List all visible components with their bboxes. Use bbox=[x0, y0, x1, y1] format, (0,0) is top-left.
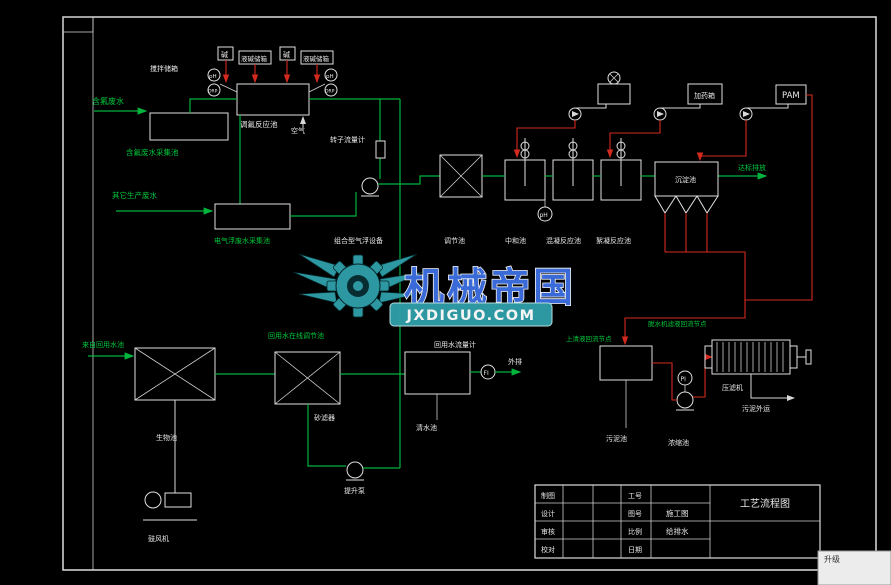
title-col-dwgno: 图号 bbox=[628, 510, 642, 518]
sludge-dewatering-section: 上清液回流节点 脱水机滤液回流节点 污泥池 PI 浓缩池 bbox=[566, 319, 812, 447]
ph-orp-meter-left: pH ORP bbox=[207, 68, 238, 97]
lift-pump-label: 提升泵 bbox=[344, 486, 365, 495]
reuse-regulating-tank bbox=[274, 351, 341, 405]
dosing-box-label: 加药箱 bbox=[694, 91, 715, 100]
alkali-tank-2-label: 液碱储箱 bbox=[303, 54, 330, 63]
pipe-red-dosing bbox=[513, 94, 813, 301]
title-block: 制图 设计 审核 校对 工号 图号 比例 日期 施工图 给排水 工艺流程图 bbox=[534, 484, 821, 559]
air-label: 空气 bbox=[291, 126, 305, 135]
alkali-box-1-label: 碱 bbox=[221, 51, 228, 59]
watermark-site-bar bbox=[389, 302, 553, 327]
rotameter bbox=[375, 140, 386, 159]
sludge-feed-pump: PI bbox=[652, 353, 714, 411]
watermark-wings-icon bbox=[292, 253, 424, 304]
fi-label: FI bbox=[484, 370, 489, 377]
thickener-label: 浓缩池 bbox=[668, 438, 689, 447]
alkali-tank-1-label: 液碱储箱 bbox=[241, 54, 268, 63]
sludge-tank bbox=[599, 345, 653, 381]
blower-label: 鼓风机 bbox=[148, 534, 169, 543]
sand-filter-loop bbox=[307, 404, 400, 481]
main-treatment-train: 调节池 中和池 混凝反应池 絮凝反应池 达标排放 bbox=[439, 138, 768, 346]
stir-tank-label: 搅拌储箱 bbox=[150, 64, 178, 73]
pam-label: PAM bbox=[782, 91, 800, 101]
outflow-label: 达标排放 bbox=[738, 163, 766, 172]
outfall-flow-indicator: FI 外排 bbox=[470, 357, 522, 380]
title-doc-type: 施工图 bbox=[666, 508, 689, 518]
watermark: 机械帝国 JXDIGUO.COM bbox=[292, 253, 574, 327]
title-discipline: 给排水 bbox=[666, 526, 689, 536]
title-col-scale: 比例 bbox=[628, 527, 642, 536]
outfall-label: 外排 bbox=[508, 357, 522, 366]
fluoride-inflow-label: 含氟废水 bbox=[92, 96, 124, 106]
reuse-inflow-label: 来自回用水池 bbox=[82, 340, 124, 349]
settling-tank bbox=[654, 161, 719, 214]
bio-tank bbox=[134, 347, 216, 401]
dosing-pumps bbox=[568, 104, 789, 121]
drawing-title: 工艺流程图 bbox=[740, 497, 790, 510]
supernatant-label: 上清液回流节点 bbox=[566, 334, 612, 343]
daf-label: 组合型气浮设备 bbox=[334, 236, 383, 245]
title-row-draw: 制图 bbox=[541, 491, 555, 500]
mixing-tank-3-label: 絮凝反应池 bbox=[596, 236, 631, 245]
filter-press-label: 压滤机 bbox=[722, 383, 743, 392]
mixing-tank-1 bbox=[504, 138, 546, 201]
drawing-frame bbox=[62, 16, 877, 571]
chemical-dosing-drops bbox=[222, 60, 321, 84]
filter-press bbox=[704, 339, 812, 375]
lift-pump-1 bbox=[290, 175, 440, 217]
mixing-tank-3 bbox=[600, 138, 642, 201]
title-col-jobno: 工号 bbox=[628, 492, 642, 500]
sludge-out-label: 污泥外运 bbox=[742, 404, 770, 413]
defluoridation-reaction-tank bbox=[236, 83, 310, 116]
rotameter-label: 转子流量计 bbox=[330, 135, 365, 144]
regulating-tank-label: 调节池 bbox=[444, 236, 465, 245]
fluoride-pretreatment-section: 含氟废水 含氟废水采集池 搅拌储箱 碱 液碱储箱 碱 液碱储箱 pH ORP bbox=[92, 46, 440, 245]
mixing-tank-2-label: 混凝反应池 bbox=[546, 236, 581, 245]
alkali-box-2-label: 碱 bbox=[283, 51, 290, 59]
title-row-check: 审核 bbox=[541, 527, 555, 536]
clear-water-tank bbox=[404, 351, 471, 395]
pipe-red-sludge bbox=[621, 213, 746, 346]
clear-tank-label: 清水池 bbox=[416, 423, 437, 432]
settler-label: 沉淀池 bbox=[675, 175, 696, 184]
sludge-tank-label: 污泥池 bbox=[606, 434, 627, 443]
fluoride-collection-pit bbox=[149, 112, 229, 141]
orp-meter-2-label: ORP bbox=[325, 89, 335, 95]
mixing-tank-1-label: 中和池 bbox=[505, 236, 526, 245]
dosing-box bbox=[687, 83, 723, 105]
filtrate-label: 脱水机滤液回流节点 bbox=[648, 319, 707, 328]
title-row-proof: 校对 bbox=[541, 545, 555, 554]
other-inflow-label: 其它生产废水 bbox=[112, 190, 157, 200]
title-col-date: 日期 bbox=[628, 546, 642, 554]
watermark-gear-icon bbox=[326, 254, 390, 318]
collection-pit-2-label: 电气浮废水采集池 bbox=[214, 236, 270, 245]
ph-meter-2-label: pH bbox=[326, 74, 334, 80]
title-row-design: 设计 bbox=[541, 509, 555, 518]
corner-note: 升级 bbox=[824, 554, 840, 564]
ph-meter-label: pH bbox=[209, 74, 217, 80]
blower-unit bbox=[143, 400, 197, 521]
ph-meter-train-label: pH bbox=[540, 212, 548, 219]
bio-tank-label: 生物池 bbox=[156, 433, 177, 442]
reuse-filtration-section: 来自回用水池 生物池 鼓风机 回用水在线调节池 砂滤器 bbox=[82, 99, 522, 543]
dissolving-tank-1 bbox=[597, 71, 631, 105]
corner-popup: 升级 bbox=[817, 550, 891, 585]
orp-meter-label: ORP bbox=[208, 89, 218, 95]
ph-orp-meter-right: pH ORP bbox=[308, 68, 338, 97]
flowmeter-label: 回用水流量计 bbox=[434, 340, 476, 349]
regulating-tank bbox=[439, 154, 483, 198]
sand-filter-label: 砂滤器 bbox=[314, 413, 335, 422]
pi-label: PI bbox=[681, 376, 687, 383]
collection-pit-2 bbox=[214, 203, 291, 230]
watermark-site: JXDIGUO.COM bbox=[405, 308, 535, 324]
mixing-tank-2 bbox=[552, 138, 594, 201]
chemical-dosing-section: 加药箱 PAM bbox=[513, 71, 813, 301]
reaction-tank-label: 调氟反应池 bbox=[240, 119, 278, 129]
fluoride-pit-label: 含氟废水采集池 bbox=[126, 147, 179, 157]
pipe-green-pretreatment bbox=[189, 98, 400, 204]
reuse-tank-label: 回用水在线调节池 bbox=[268, 331, 324, 340]
ph-meter-train: pH bbox=[537, 200, 553, 222]
